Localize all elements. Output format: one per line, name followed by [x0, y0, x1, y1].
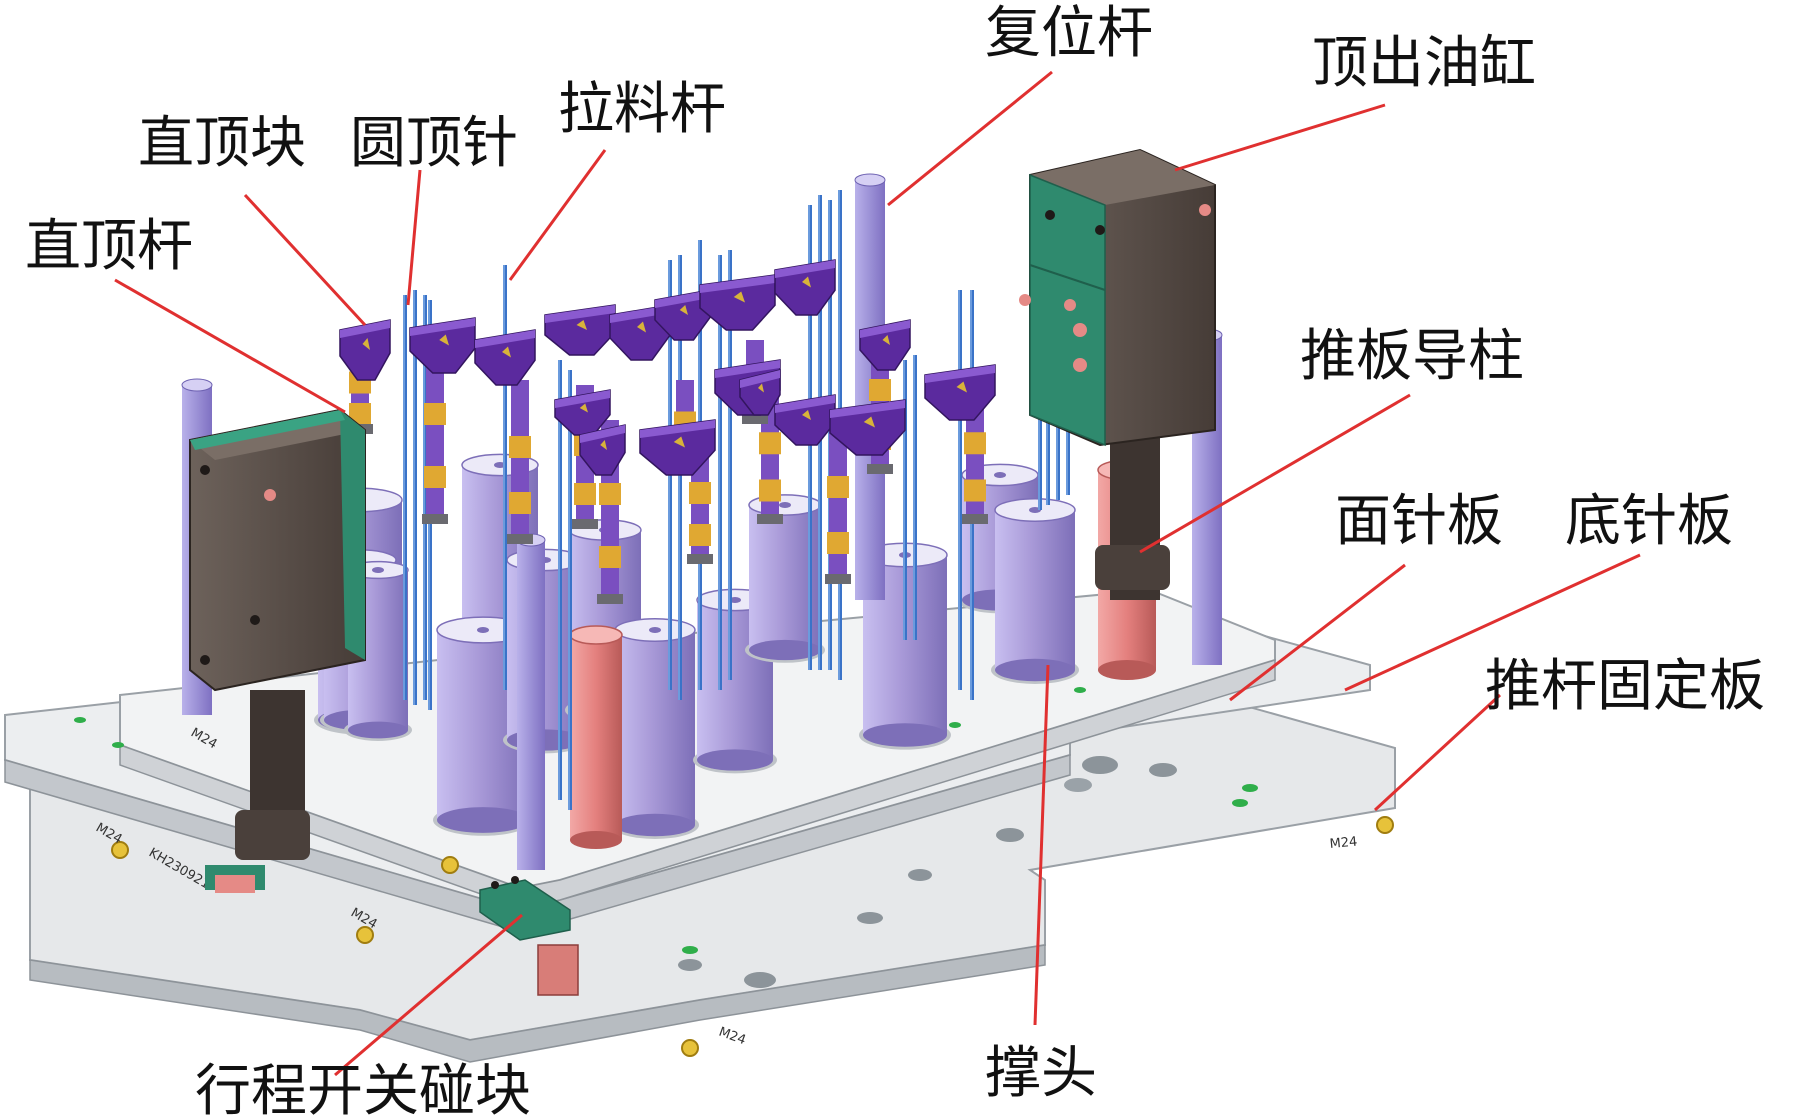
- label-di-zhenban: 底针板: [1565, 489, 1733, 554]
- ejector-pin: [558, 360, 562, 800]
- leader-yuan-dingzhen: [406, 169, 422, 306]
- label-chengtou: 撑头: [985, 1041, 1097, 1106]
- leader-dingchu-yougang: [1174, 103, 1386, 172]
- leader-mian-zhenban: [1229, 563, 1406, 702]
- label-fuwei-gan: 复位杆: [985, 1, 1153, 66]
- ejector-pin: [403, 295, 407, 700]
- lifter-block: [639, 419, 716, 476]
- label-dingchu-yougang: 顶出油缸: [1312, 31, 1536, 96]
- guide-pillar: [569, 625, 623, 849]
- ejector-retainer-plate-side: [29, 944, 1046, 1063]
- leader-zhiding-kuai: [243, 193, 367, 327]
- leader-chengtou: [1033, 664, 1050, 1026]
- lifter-block: [699, 274, 776, 331]
- limit-switch-striker: [479, 876, 579, 996]
- lifter-block: [474, 329, 536, 386]
- leader-xingcheng-kaiguan: [334, 913, 523, 1077]
- plate-holes: [74, 667, 1258, 988]
- lifter-block: [739, 369, 781, 416]
- lifter-block: [924, 364, 996, 421]
- lifter-rod: [507, 380, 533, 544]
- lifter-block: [829, 399, 906, 456]
- lifter-blocks: [339, 259, 996, 476]
- stamp-m24: M24: [1329, 835, 1358, 852]
- leader-tuiban-daozhu: [1139, 393, 1411, 554]
- label-zhiding-gan: 直顶杆: [25, 214, 193, 279]
- stamp-m24: M24: [717, 1025, 748, 1049]
- label-tuiban-daozhu: 推板导柱: [1300, 324, 1524, 389]
- label-mian-zhenban: 面针板: [1335, 489, 1503, 554]
- label-zhiding-kuai: 直顶块: [138, 111, 306, 176]
- leader-lines: [114, 70, 1641, 1077]
- ejector-pin: [913, 355, 917, 640]
- lifter-block: [554, 389, 611, 436]
- lifter-rod: [962, 385, 988, 524]
- support-pillar: [433, 616, 533, 836]
- lifter-block: [859, 319, 911, 371]
- lifter-block: [774, 394, 836, 446]
- support-pillar: [991, 498, 1079, 684]
- leader-di-zhenban: [1344, 553, 1641, 692]
- lifter-block: [544, 304, 616, 356]
- leader-tuigan-gudingban: [1373, 693, 1502, 812]
- leader-fuwei-gan: [887, 70, 1053, 207]
- support-pillar: [611, 618, 699, 839]
- callout-labels: 直顶杆 直顶块 圆顶针 拉料杆 复位杆 顶出油缸 推板导柱 面针板 底针板 推杆…: [25, 1, 1765, 1118]
- label-laliao-gan: 拉料杆: [558, 77, 726, 142]
- threaded-holes: [111, 816, 1394, 1057]
- ejector-pin: [413, 290, 417, 705]
- lifter-block: [339, 319, 391, 381]
- lifter-rod: [422, 340, 448, 524]
- label-tuigan-gudingban: 推杆固定板: [1485, 654, 1765, 719]
- lifter-rod: [825, 420, 851, 584]
- leader-zhiding-gan: [114, 278, 346, 414]
- ejector-pin: [718, 255, 722, 690]
- right-ejector-cylinder: [1019, 148, 1216, 600]
- label-yuan-dingzhen: 圆顶针: [350, 111, 518, 176]
- left-ejector-cylinder: [189, 408, 366, 893]
- label-xingcheng-kaiguan: 行程开关碰块: [195, 1059, 531, 1118]
- leader-laliao-gan: [508, 149, 607, 281]
- ejector-pin: [958, 290, 962, 690]
- ejector-pin: [568, 370, 572, 810]
- ejector-pin: [503, 265, 507, 690]
- lifter-block: [774, 259, 836, 316]
- lifter-block: [579, 424, 626, 476]
- lifter-block: [409, 317, 476, 374]
